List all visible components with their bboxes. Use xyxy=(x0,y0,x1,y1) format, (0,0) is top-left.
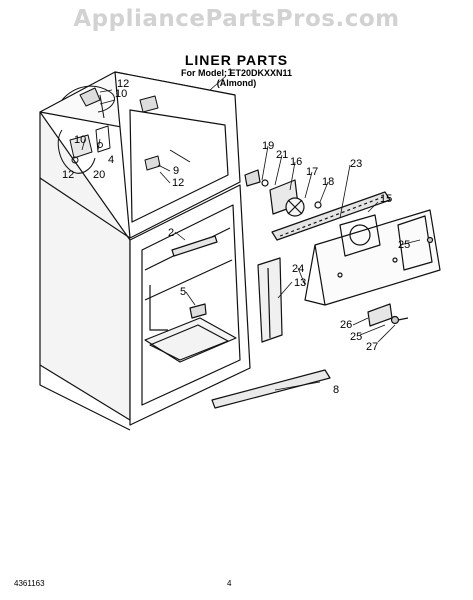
callout-12-top: 12 xyxy=(117,78,129,90)
callout-1: 1 xyxy=(227,67,233,79)
part-23-rail xyxy=(271,191,391,241)
callout-9: 9 xyxy=(173,165,179,177)
freezer-control-components xyxy=(57,85,191,174)
liner-body xyxy=(39,71,251,431)
fan-motor-assembly xyxy=(244,169,322,217)
part-2-rail xyxy=(171,235,218,257)
callout-10-top: 10 xyxy=(115,88,127,100)
callout-27: 27 xyxy=(366,341,378,353)
callout-20: 20 xyxy=(93,169,105,181)
document-number: 4361163 xyxy=(14,579,45,588)
callout-12-left: 12 xyxy=(62,169,74,181)
page-number: 4 xyxy=(227,579,232,588)
callout-labels: 1 2 4 5 8 9 10 10 12 12 12 13 15 16 17 1… xyxy=(62,67,410,396)
color-line: (Almond) xyxy=(216,78,257,88)
callout-25-upper: 25 xyxy=(398,239,410,251)
callout-15: 15 xyxy=(380,193,392,205)
callout-5: 5 xyxy=(180,286,186,298)
callout-16: 16 xyxy=(290,156,302,168)
part-8-trim-strip xyxy=(211,369,331,409)
model-line: For Model: ET20DKXXN11 xyxy=(180,68,293,78)
callout-17: 17 xyxy=(306,166,318,178)
callout-21: 21 xyxy=(276,149,288,161)
leader-lines xyxy=(81,75,421,391)
callout-26: 26 xyxy=(340,319,352,331)
callout-13: 13 xyxy=(294,277,306,289)
part-13-channel xyxy=(257,257,283,343)
callout-24: 24 xyxy=(292,263,304,275)
callout-23: 23 xyxy=(350,158,362,170)
callout-4: 4 xyxy=(108,154,114,166)
part-5-bracket xyxy=(189,303,207,319)
callout-10-left: 10 xyxy=(74,134,86,146)
callout-8: 8 xyxy=(333,384,339,396)
watermark: AppliancePartsPros.com xyxy=(73,6,400,32)
fasteners-25-27 xyxy=(367,236,434,327)
diagram-title: LINER PARTS xyxy=(184,52,289,68)
callout-12-right: 12 xyxy=(172,177,184,189)
callout-19: 19 xyxy=(262,140,274,152)
callout-2: 2 xyxy=(168,227,174,239)
callout-18: 18 xyxy=(322,176,334,188)
callout-25-lower: 25 xyxy=(350,331,362,343)
part-15-evaporator-cover xyxy=(304,209,441,306)
